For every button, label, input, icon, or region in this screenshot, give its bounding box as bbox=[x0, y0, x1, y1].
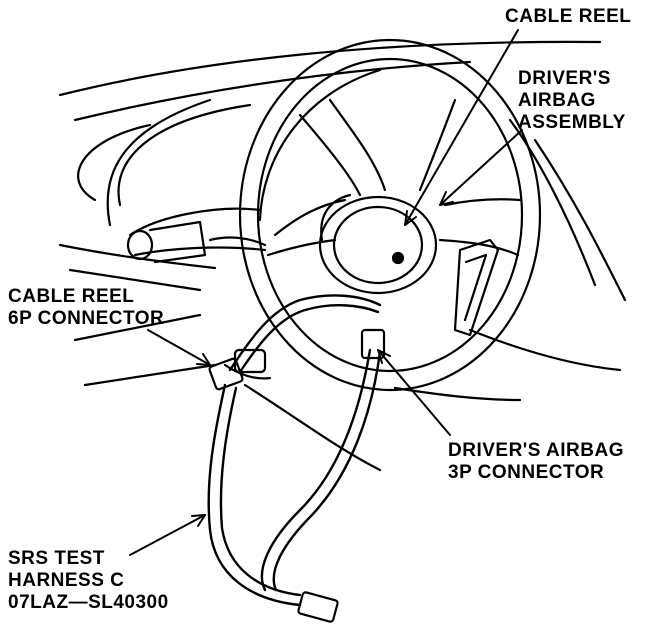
label-cable-reel-6p-connector: CABLE REEL 6P CONNECTOR bbox=[8, 286, 165, 329]
airbag-hub bbox=[318, 193, 438, 295]
label-cable-reel: CABLE REEL bbox=[505, 6, 632, 27]
steering-wheel-rim bbox=[238, 38, 542, 392]
label-srs-test-harness: SRS TEST HARNESS C 07LAZ—SL40300 bbox=[8, 548, 169, 613]
test-harness-wires bbox=[207, 294, 382, 607]
label-drivers-airbag-3p-connector: DRIVER'S AIRBAG 3P CONNECTOR bbox=[448, 440, 624, 483]
label-drivers-airbag-assembly: DRIVER'S AIRBAG ASSEMBLY bbox=[518, 68, 626, 133]
leader-arrows bbox=[129, 29, 523, 556]
switch-panel bbox=[453, 238, 500, 337]
steering-column bbox=[126, 207, 272, 380]
steering-wheel-spokes bbox=[266, 98, 522, 257]
connector-shapes bbox=[208, 328, 386, 623]
dashboard-outline bbox=[58, 40, 627, 472]
